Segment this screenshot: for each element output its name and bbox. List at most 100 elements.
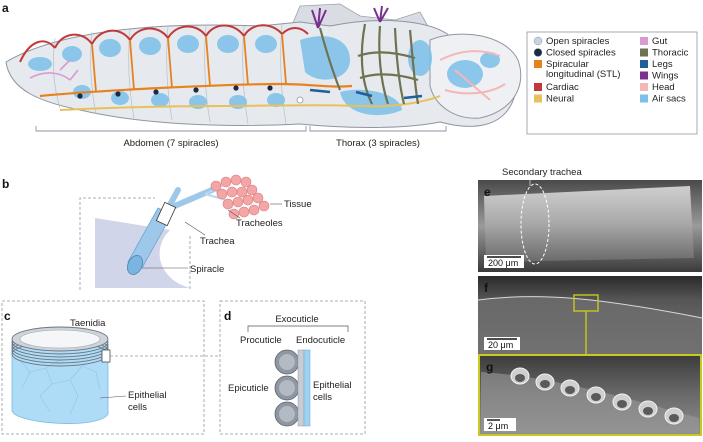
- panel-e-label: e: [484, 185, 491, 199]
- legend-swatch: [534, 60, 542, 68]
- epithelial-leader-c: [99, 395, 127, 399]
- legend-label: Thoracic: [652, 48, 689, 59]
- legend-label: Cardiac: [546, 82, 579, 93]
- secondary-trachea-circle: [520, 183, 550, 265]
- scale-box-g: [484, 418, 516, 431]
- tracheoles-label: Tracheoles: [236, 218, 283, 229]
- legend-label: Closed spiracles: [546, 48, 616, 59]
- open-spiracles: [296, 96, 304, 104]
- legend-label: Spiracular: [546, 59, 589, 70]
- legend-entry: Air sacs: [640, 94, 686, 105]
- legend-swatch: [640, 71, 648, 80]
- zoom-box-c: [101, 349, 111, 363]
- procuticle-label: Procuticle: [240, 335, 282, 346]
- panel-d-label: d: [224, 309, 231, 323]
- legend-label: Head: [652, 82, 675, 93]
- legend-swatch: [640, 60, 648, 68]
- sem-taenidia-cores-g: [515, 374, 679, 422]
- zoom-box: [155, 201, 177, 227]
- panel-c-label: c: [4, 309, 11, 323]
- exocuticle-bracket: [247, 325, 349, 332]
- thorax-label: Thorax (3 spiracles): [336, 138, 420, 149]
- cell-outlines: [19, 359, 101, 415]
- panel-g: g 2 μm: [478, 354, 702, 436]
- lumen-inner: [19, 329, 101, 349]
- legend-swatch: [533, 36, 543, 46]
- legend-label: Legs: [652, 59, 673, 70]
- endocuticle-label: Endocuticle: [296, 335, 345, 346]
- trachea-label: Trachea: [200, 236, 235, 247]
- tracheoles-leader: [227, 209, 241, 219]
- panel-e: Secondary trachea e 200 μm: [478, 167, 702, 272]
- sem-cuticle-g: [481, 372, 699, 433]
- taenidia-cores: [279, 354, 295, 422]
- legend-entry: Head: [640, 82, 675, 93]
- legend-label: Air sacs: [652, 94, 686, 105]
- spiracle-opening: [126, 255, 144, 275]
- legend-entry: Gut: [640, 36, 668, 47]
- trachea-leader: [184, 221, 206, 236]
- epithelial-layer: [11, 341, 109, 424]
- legend-label: longitudinal (STL): [546, 69, 620, 80]
- epithelial-label-c1: Epithelial: [128, 390, 167, 401]
- panel-a-label: a: [2, 1, 9, 15]
- panel-g-label: g: [486, 360, 493, 374]
- epithelial-layer-d: [303, 349, 311, 427]
- tissue-cells: [210, 174, 270, 220]
- legend-entry: Wings: [640, 71, 679, 82]
- callout-line: [79, 197, 155, 290]
- legend-entry: Neural: [534, 94, 574, 105]
- panel-f-label: f: [484, 281, 489, 295]
- panel-c-frame: [1, 300, 205, 435]
- epicuticle-label: Epicuticle: [228, 383, 269, 394]
- legend-entry: Thoracic: [640, 48, 689, 59]
- legend-entry: Closed spiracles: [533, 48, 616, 59]
- legend-swatch: [533, 48, 543, 57]
- legend-swatch: [640, 94, 648, 103]
- epithelial-label-d1: Epithelial: [313, 380, 352, 391]
- panel-b: b Tissue Tracheoles Trach: [2, 174, 312, 290]
- panel-c: c Taenidia Epithelial cells: [1, 300, 218, 435]
- legend-label: Gut: [652, 36, 668, 47]
- abdomen-label: Abdomen (7 spiracles): [123, 138, 218, 149]
- panel-a: a: [2, 1, 698, 149]
- scale-box-f: [484, 337, 520, 350]
- legend-label: Open spiracles: [546, 36, 610, 47]
- spiracle-label: Spiracle: [190, 264, 224, 275]
- epithelial-label-d2: cells: [313, 392, 332, 403]
- legend-label: Wings: [652, 71, 679, 82]
- panel-d-frame: [219, 300, 366, 435]
- scale-label-f: 20 μm: [488, 340, 513, 350]
- legend-label: Neural: [546, 94, 574, 105]
- wing-tracheae: [311, 5, 389, 29]
- panel-b-label: b: [2, 177, 9, 191]
- secondary-trachea-label: Secondary trachea: [502, 167, 582, 178]
- epithelial-label-c2: cells: [128, 402, 147, 413]
- stl-branches: [91, 33, 287, 93]
- legend-entry: Cardiac: [534, 82, 579, 93]
- sem-trachea-e: [484, 186, 694, 262]
- scale-box-e: [484, 255, 524, 268]
- legend-swatch: [640, 37, 648, 45]
- gut-tracheae: [29, 59, 79, 81]
- legend-swatch: [640, 83, 648, 91]
- legend-box: [526, 31, 698, 135]
- panel-f: f 20 μm: [477, 276, 703, 354]
- region-brackets: [35, 126, 447, 132]
- closed-spiracles: [77, 85, 273, 99]
- head-tracheae: [439, 50, 506, 101]
- sem-edge-f: [477, 296, 703, 319]
- taenidia-label: Taenidia: [70, 318, 106, 329]
- endocuticle-layer: [297, 349, 305, 427]
- sem-cuticle-f: [478, 296, 702, 354]
- thoracic-tracheae: [318, 23, 420, 105]
- scale-label-g: 2 μm: [488, 421, 508, 431]
- exocuticle-label: Exocuticle: [275, 314, 318, 325]
- leg-tracheae: [309, 88, 423, 100]
- legend-entry: Open spiracles: [533, 36, 610, 47]
